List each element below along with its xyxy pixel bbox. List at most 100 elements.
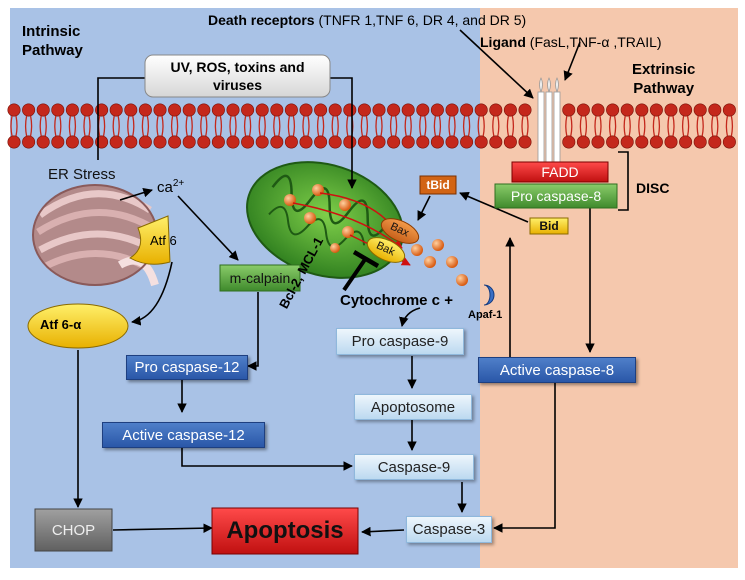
- phospholipid-head: [314, 103, 328, 117]
- phospholipid-head: [387, 135, 401, 149]
- m-calpain-box: [219, 264, 301, 292]
- phospholipid-head: [284, 135, 298, 149]
- phospholipid-tail: [83, 115, 91, 137]
- phospholipid-tail: [477, 115, 485, 137]
- phospholipid-head: [387, 103, 401, 117]
- phospholipid-head: [357, 103, 371, 117]
- phospholipid-tail: [360, 115, 369, 137]
- phospholipid-head: [80, 135, 94, 149]
- phospholipid-tail: [696, 115, 704, 137]
- phospholipid-head: [606, 135, 620, 149]
- apaf1-icon: [483, 284, 495, 306]
- phospholipid-tail: [667, 115, 675, 137]
- phospholipid-head: [168, 135, 182, 149]
- tbid-label: tBid: [426, 178, 450, 192]
- phospholipid-tail: [389, 115, 398, 137]
- phospholipid-head: [109, 135, 123, 149]
- phospholipid-head: [576, 103, 590, 117]
- phospholipid-head: [182, 103, 196, 117]
- death-receptors-label: Death receptors (TNFR 1,TNF 6, DR 4, and…: [208, 12, 527, 28]
- phospholipid-head: [503, 103, 517, 117]
- atf6-label: Atf 6: [150, 233, 177, 248]
- phospholipid-tail: [331, 115, 339, 137]
- phospholipid-head: [7, 103, 21, 117]
- phospholipid-tail: [54, 115, 62, 137]
- phospholipid-head: [124, 135, 138, 149]
- disc-label: DISC: [636, 180, 670, 196]
- apaf1-label: Apaf-1: [468, 309, 503, 321]
- ligand-arrow: [563, 41, 581, 81]
- phospholipid-tail: [579, 115, 588, 137]
- chop-box: [34, 508, 113, 552]
- phospholipid-head: [664, 103, 678, 117]
- death-receptor-icon: [537, 77, 561, 165]
- atf6-alpha-protein: [27, 303, 129, 349]
- phospholipid-head: [80, 103, 94, 117]
- phospholipid-head: [620, 103, 634, 117]
- phospholipid-head: [518, 103, 532, 117]
- tbid-box: [419, 175, 457, 195]
- phospholipid-head: [168, 103, 182, 117]
- phospholipid-head: [679, 135, 693, 149]
- phospholipid-head: [693, 135, 707, 149]
- disc-bracket: [618, 151, 629, 211]
- fadd-box: [511, 161, 609, 183]
- phospholipid-tail: [68, 115, 77, 137]
- phospholipid-head: [284, 103, 298, 117]
- phospholipid-head: [474, 103, 488, 117]
- stimulus-box: [144, 54, 331, 98]
- cytochrome-particles: [284, 184, 468, 286]
- caspase3-box: Caspase-3: [406, 516, 492, 543]
- phospholipid-head: [445, 103, 459, 117]
- apoptosome-box: Apoptosome: [354, 394, 472, 420]
- phospholipid-tail: [608, 115, 617, 137]
- calpain-to-procaspase12-arrow: [247, 292, 259, 371]
- apoptosis-text: Apoptosis: [226, 517, 344, 544]
- phospholipid-tail: [287, 115, 296, 137]
- cytochrome-to-procaspase9-arrow: [399, 307, 421, 327]
- phospholipid-tail: [638, 115, 646, 137]
- phospholipid-head: [474, 135, 488, 149]
- phospholipid-head: [489, 135, 503, 149]
- bid-box: [529, 217, 569, 235]
- phospholipid-tail: [24, 115, 33, 137]
- stimulus-line-left: [97, 77, 145, 160]
- phospholipid-head: [430, 135, 444, 149]
- phospholipid-tail: [711, 115, 719, 137]
- phospholipid-head: [299, 135, 313, 149]
- er-to-calcium-arrow: [119, 187, 153, 201]
- tbid-to-bax-arrow: [417, 195, 431, 221]
- phospholipid-tail: [725, 115, 734, 137]
- phospholipid-head: [138, 103, 152, 117]
- stimulus-to-mitochondrion-arrow: [330, 77, 357, 189]
- phospholipid-head: [722, 103, 736, 117]
- phospholipid-head: [357, 135, 371, 149]
- caspase9-box: Caspase-9: [354, 454, 474, 480]
- phospholipid-head: [430, 103, 444, 117]
- bak-protein: [366, 237, 406, 263]
- phospholipid-head: [153, 103, 167, 117]
- cytochrome-label: Cytochrome c +: [340, 292, 453, 309]
- phospholipid-tail: [521, 115, 529, 137]
- phospholipid-tail: [112, 115, 120, 137]
- phospholipid-head: [36, 103, 50, 117]
- phospholipid-tail: [214, 115, 223, 137]
- phospholipid-tail: [506, 115, 515, 137]
- phospholipid-head: [270, 135, 284, 149]
- chop-to-apoptosis-arrow: [112, 523, 213, 533]
- phospholipid-head: [372, 103, 386, 117]
- phospholipid-head: [649, 135, 663, 149]
- phospholipid-tail: [127, 115, 135, 137]
- phospholipid-head: [241, 103, 255, 117]
- phospholipid-tail: [10, 115, 18, 137]
- pro-caspase9-box: Pro caspase-9: [336, 328, 464, 355]
- phospholipid-head: [343, 103, 357, 117]
- phospholipid-head: [314, 135, 328, 149]
- phospholipid-head: [109, 103, 123, 117]
- phospholipid-head: [693, 103, 707, 117]
- phospholipid-head: [708, 135, 722, 149]
- phospholipid-tail: [302, 115, 310, 137]
- phospholipid-head: [401, 135, 415, 149]
- phospholipid-head: [197, 103, 211, 117]
